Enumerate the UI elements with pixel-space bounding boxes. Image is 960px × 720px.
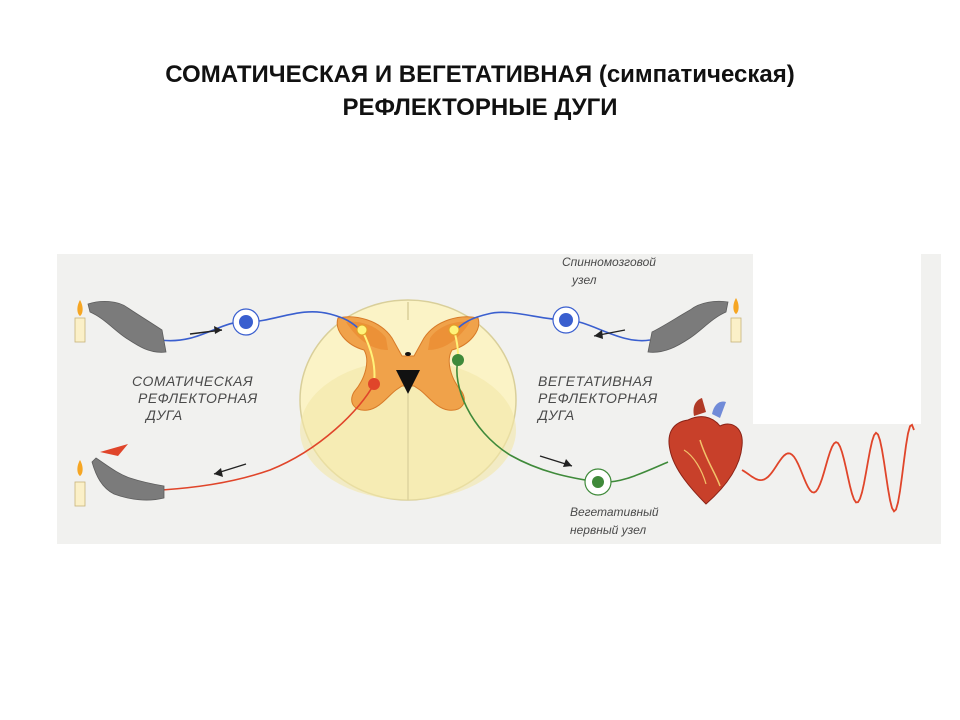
diagram-background-right [753, 424, 941, 544]
arrow-icon [539, 455, 573, 467]
somatic-arc-label: СОМАТИЧЕСКАЯ РЕФЛЕКТОРНАЯ ДУГА [132, 373, 258, 423]
candle-icon [730, 298, 742, 343]
candle-icon [74, 460, 86, 507]
ganglion-icon [584, 468, 612, 496]
vegetative-arc-label: ВЕГЕТАТИВНАЯ РЕФЛЕКТОРНАЯ ДУГА [536, 373, 658, 423]
vegetative-efferent-nerve [456, 359, 669, 484]
somatic-motor-neuron [368, 378, 380, 390]
label-line: РЕФЛЕКТОРНАЯ [538, 390, 658, 406]
diagram-background-strip [921, 254, 941, 424]
spinal-ganglion-label: Спинномозговой узел [562, 255, 656, 287]
arrow-icon [189, 326, 223, 335]
somatic-interneuron [356, 324, 368, 336]
hand-icon [647, 300, 729, 353]
label-line: СОМАТИЧЕСКАЯ [132, 373, 253, 389]
label-line: нервный узел [570, 523, 646, 537]
ganglion-icon [552, 306, 580, 334]
hand-icon [91, 444, 165, 501]
somatic-motor-nerve [161, 383, 375, 491]
title-line-2: РЕФЛЕКТОРНЫЕ ДУГИ [342, 94, 618, 121]
somatic-sensory-nerve [159, 310, 361, 342]
label-line: узел [571, 273, 597, 287]
sine-wave-icon [741, 423, 915, 513]
label-line: РЕФЛЕКТОРНАЯ [138, 390, 258, 406]
anterior-median-fissure [396, 370, 420, 394]
vegetative-efferent-neuron [452, 354, 464, 366]
label-line: Спинномозговой [562, 255, 656, 269]
heart-icon [668, 398, 743, 505]
arrow-icon [593, 329, 626, 339]
vegetative-interneuron [448, 324, 460, 336]
central-canal [405, 352, 411, 356]
label-line: ДУГА [144, 407, 183, 423]
ganglion-icon [232, 308, 260, 336]
label-line: ВЕГЕТАТИВНАЯ [538, 373, 653, 389]
spinal-cord [299, 299, 517, 501]
arrow-icon [213, 463, 247, 477]
label-line: ДУГА [536, 407, 575, 423]
title-line-1: СОМАТИЧЕСКАЯ И ВЕГЕТАТИВНАЯ (симпатическ… [165, 61, 795, 88]
slide-title: СОМАТИЧЕСКАЯ И ВЕГЕТАТИВНАЯ (симпатическ… [0, 58, 960, 124]
label-line: Вегетативный [570, 505, 659, 519]
candle-icon [74, 300, 86, 343]
vegetative-ganglion-label: Вегетативный нервный узел [570, 505, 659, 537]
hand-icon [87, 300, 167, 353]
